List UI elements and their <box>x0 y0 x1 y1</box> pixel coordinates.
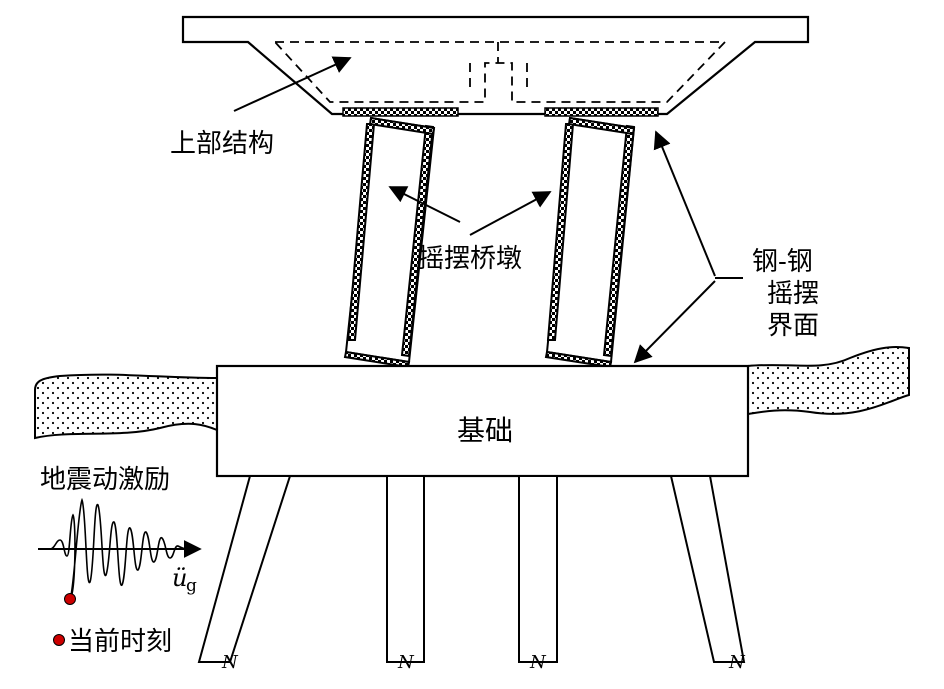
interface-label-line2: 摇摆 <box>767 279 819 309</box>
piles <box>197 475 746 663</box>
soil <box>34 346 910 440</box>
legend-marker-icon <box>53 634 65 646</box>
svg-text:N: N <box>397 652 415 673</box>
accel-label: ü <box>172 564 187 592</box>
foundation-block <box>215 364 750 478</box>
superstructure-label: 上部结构 <box>170 129 274 159</box>
superstructure <box>181 15 810 116</box>
ground-motion-plot <box>38 497 202 605</box>
accel-subscript: g <box>186 576 197 596</box>
rocking-pier-left <box>343 116 436 369</box>
interface-label-line3: 界面 <box>767 311 819 341</box>
svg-text:N: N <box>221 652 239 673</box>
rocking-pier-label: 摇摆桥墩 <box>418 244 522 274</box>
ground-motion-label: 地震动激励 <box>40 465 170 495</box>
top-steel-plates <box>342 107 659 117</box>
interface-label-line1: 钢-钢 <box>752 247 813 277</box>
current-time-label: 当前时刻 <box>68 627 172 657</box>
svg-text:N: N <box>728 652 746 673</box>
leader-arrows <box>233 56 743 364</box>
current-time-marker <box>64 593 76 605</box>
svg-text:N: N <box>529 652 547 673</box>
rocking-pier-right <box>544 116 636 369</box>
foundation-label: 基础 <box>457 414 513 447</box>
pile-break-marks: N N N N <box>221 652 746 673</box>
